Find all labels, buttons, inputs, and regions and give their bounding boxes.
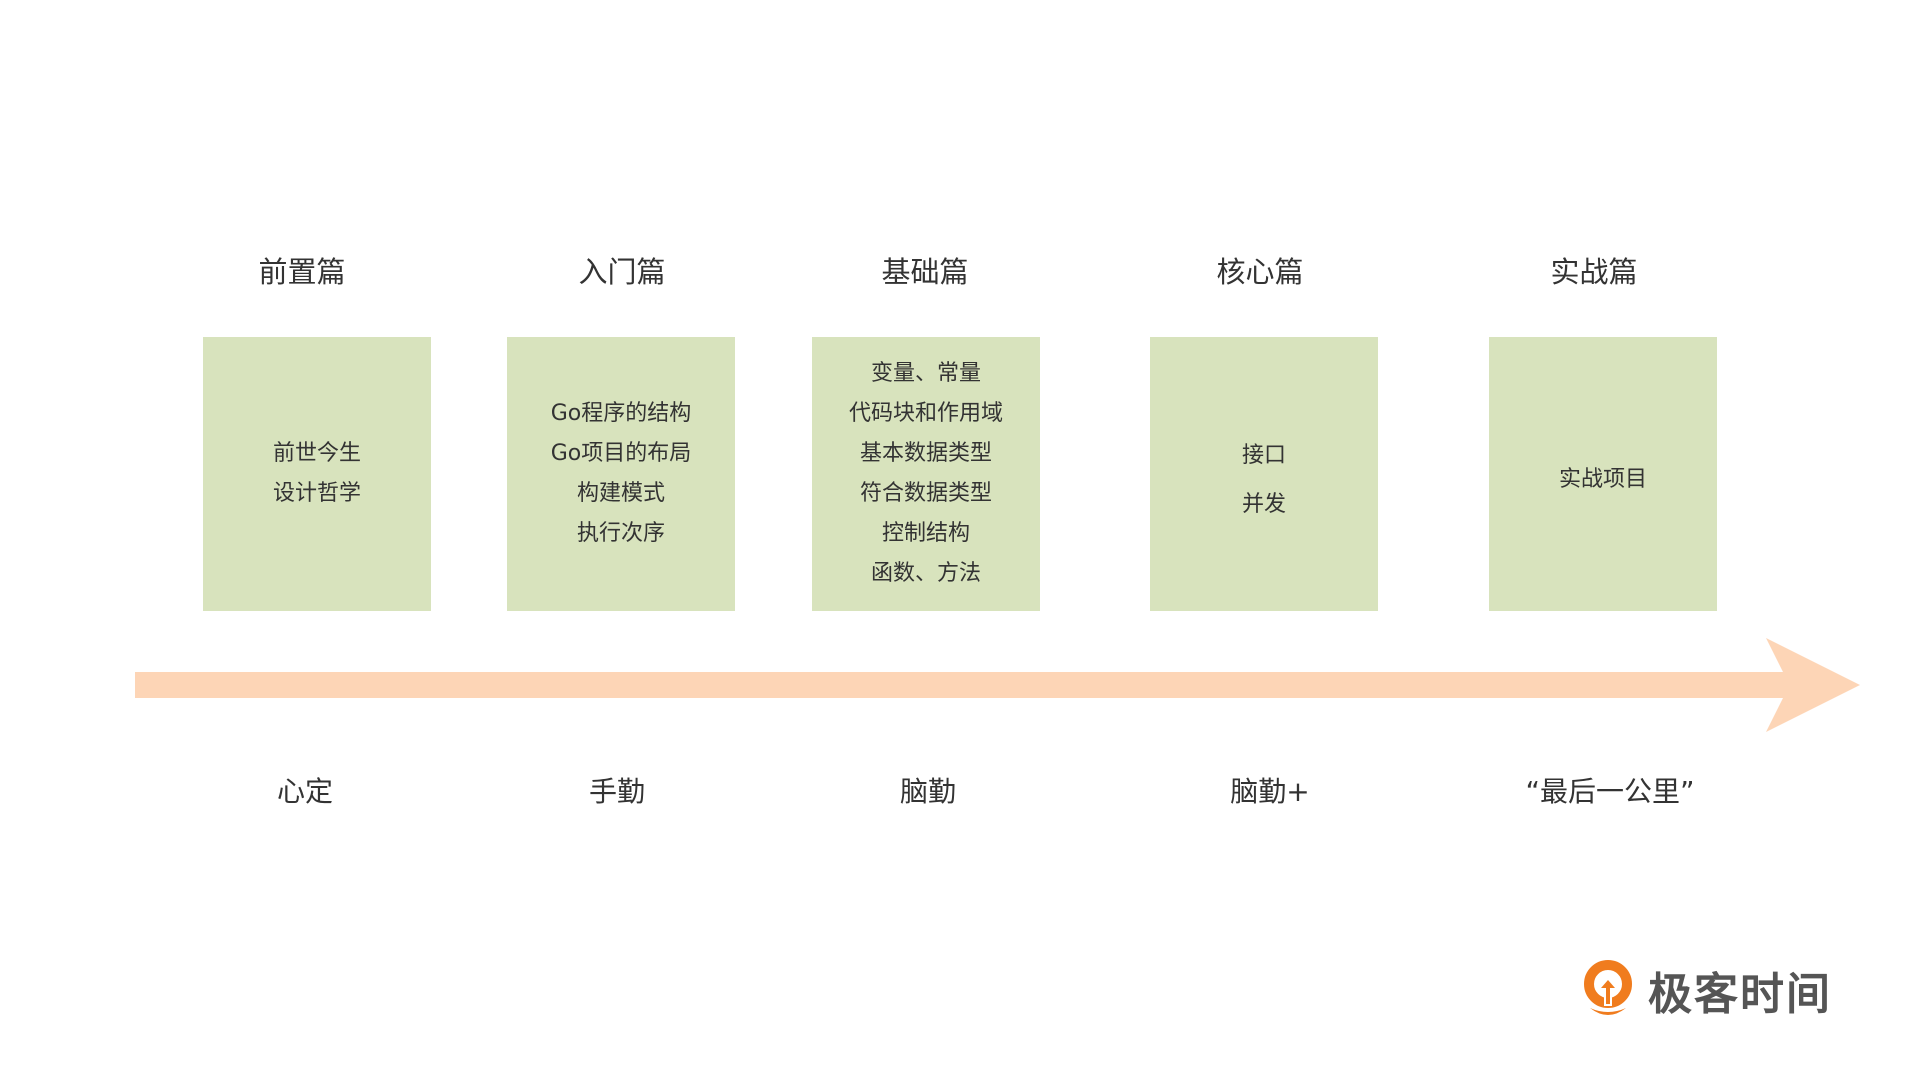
topic-item: 基本数据类型: [859, 441, 992, 466]
stage-title-core: 核心篇: [1216, 255, 1304, 289]
topic-item: Go项目的布局: [550, 441, 692, 466]
topic-item: 符合数据类型: [859, 481, 992, 506]
topic-item: 构建模式: [576, 481, 665, 506]
stage-box-basics: 变量、常量 代码块和作用域 基本数据类型 符合数据类型 控制结构 函数、方法: [812, 337, 1040, 611]
stage-box-prep: 前世今生 设计哲学: [203, 337, 431, 611]
logo-text: 极客时间: [1648, 969, 1832, 1020]
topic-item: 变量、常量: [870, 361, 981, 386]
topic-item: 前世今生: [272, 441, 361, 466]
stage-box-practice: 实战项目: [1489, 337, 1717, 611]
topic-item: 并发: [1241, 492, 1286, 517]
topic-item: 控制结构: [881, 521, 970, 546]
topic-item: Go程序的结构: [550, 401, 692, 426]
stage-title-practice: 实战篇: [1550, 255, 1638, 289]
mindset-label-prep: 心定: [276, 775, 333, 808]
stage-box-core: 接口 并发: [1150, 337, 1378, 611]
stage-title-prep: 前置篇: [258, 255, 346, 289]
mindset-label-basics: 脑勤: [899, 775, 956, 808]
stage-title-basics: 基础篇: [881, 255, 969, 289]
topic-item: 实战项目: [1558, 467, 1647, 492]
geektime-logo: 极客时间: [1582, 952, 1832, 1028]
mindset-label-core: 脑勤+: [1230, 775, 1310, 808]
topic-item: 代码块和作用域: [848, 401, 1003, 426]
stage-title-intro: 入门篇: [578, 255, 666, 289]
topic-item: 执行次序: [576, 521, 665, 546]
mindset-label-intro: 手勤: [588, 775, 645, 808]
geektime-logo-icon: [1584, 960, 1632, 1015]
topic-item: 设计哲学: [272, 481, 361, 506]
stage-box-intro: Go程序的结构 Go项目的布局 构建模式 执行次序: [507, 337, 735, 611]
topic-item: 函数、方法: [870, 561, 981, 586]
mindset-label-practice: “最后一公里”: [1525, 775, 1695, 808]
topic-item: 接口: [1241, 443, 1286, 468]
